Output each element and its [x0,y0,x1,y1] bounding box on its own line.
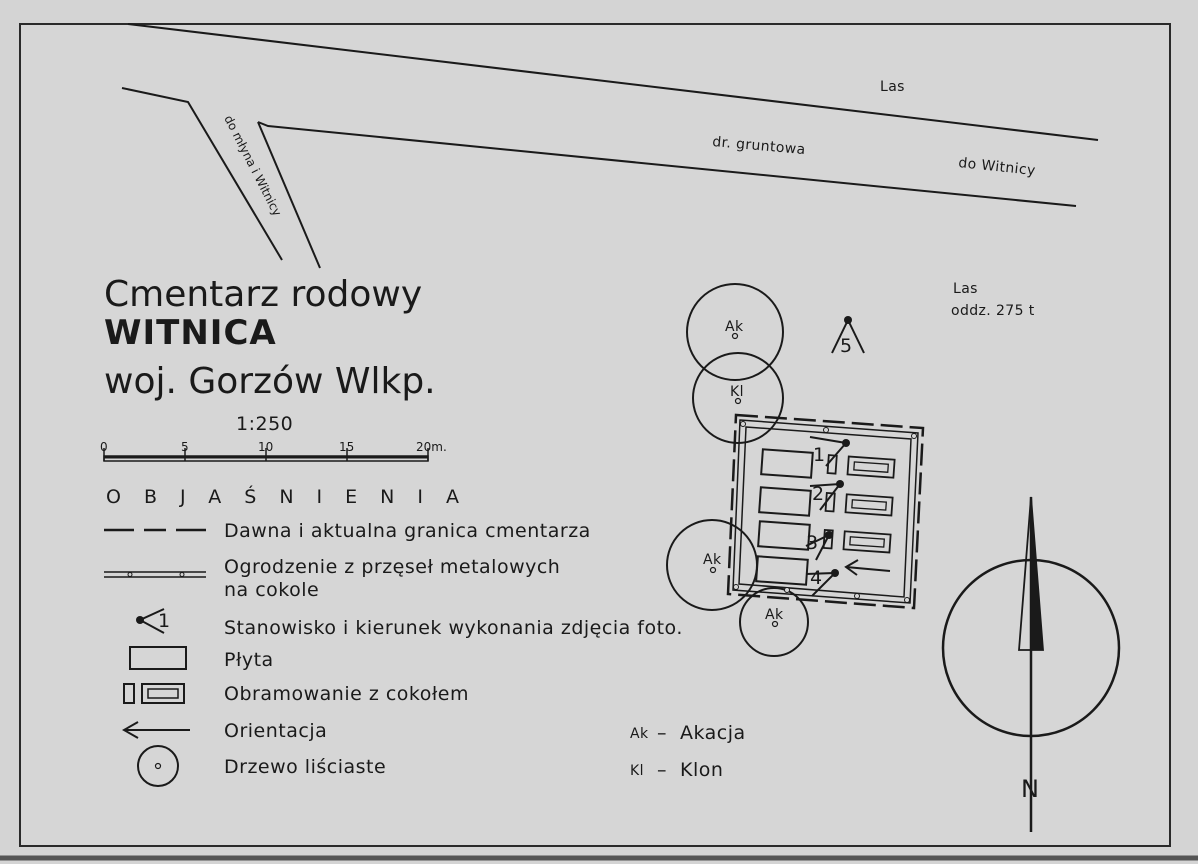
tree-label-kl: Kl [730,384,744,400]
slab-3 [757,520,811,551]
legend-orientation-symbol [121,721,190,739]
mill-road-edge-left [121,87,283,261]
slab-2 [758,486,812,517]
photo-station-2: 2 [809,480,844,511]
roads [121,23,1099,269]
fence-outer [732,419,919,604]
cemetery-boundary [726,413,925,610]
road-edge-top [127,23,1099,141]
trees: Ak Kl Ak Ak [666,283,809,657]
legend-label-fence-1: Ogrodzenie z przęseł metalowych [224,556,560,578]
legend-label-station: Stanowisko i kierunek wykonania zdjęcia … [224,617,683,639]
abbr-kl-dash: – [657,759,667,781]
legend-label-orientation: Orientacja [224,720,327,742]
tree-label-ak-north: Ak [725,319,744,335]
scale-tick-15: 15 [339,440,354,454]
photo-station-4: 4 [805,567,839,597]
abbr-kl-name: Klon [680,759,723,781]
slabs [755,448,814,586]
scale-tick-0: 0 [100,440,108,454]
scale-bar: 1:250 0 5 10 15 20m. [100,413,447,462]
legend-frame-symbol [123,683,185,704]
tree-label-ak-south: Ak [765,607,784,623]
abbr-ak-dash: – [657,722,667,744]
framed-graves [822,454,896,554]
legend-station-symbol: 1 [136,608,171,634]
legend-label-fence-2: na cokole [224,579,319,601]
photo-station-1: 1 [809,436,850,467]
legend-label-tree: Drzewo liściaste [224,756,386,778]
cemetery-enclosure: 1 2 3 4 [726,413,925,610]
tree-maple: Kl [692,352,784,444]
scale-tick-20: 20m. [416,440,447,454]
legend-slab-symbol [129,646,187,670]
fence-posts [733,421,917,603]
legend-label-boundary: Dawna i aktualna granica cmentarza [224,520,591,542]
scale-ratio: 1:250 [236,413,293,435]
legend-fence-symbol [104,571,206,578]
legend-heading: OBJAŚNIENIA [106,484,482,508]
abbr-ak-name: Akacja [680,722,746,744]
framed-grave-3 [822,528,892,554]
abbr-ak: Ak [630,726,649,742]
north-arrow-right-half [1030,496,1044,651]
scale-tick-5: 5 [181,440,189,454]
title-line-2: WITNICA [104,313,277,353]
tree-label-ak-west: Ak [703,552,722,568]
label-forest-top: Las [880,79,905,95]
fence-inner [738,426,912,598]
legend: OBJAŚNIENIA Dawna i aktualna granica cme… [104,484,746,787]
mill-road-edge-right [257,121,321,269]
north-arrow: N [941,496,1121,832]
station-label-2: 2 [812,483,825,505]
abbr-kl: Kl [630,763,644,779]
label-forest-right: Las [953,281,978,297]
station-label-5: 5 [840,335,853,357]
station-label-1: 1 [813,444,826,466]
slab-4 [755,555,809,586]
title-line-3: woj. Gorzów Wlkp. [104,361,436,402]
legend-label-frame: Obramowanie z cokołem [224,683,469,705]
framed-grave-2 [824,491,894,517]
legend-tree-symbol [137,745,179,787]
scale-tick-10: 10 [258,440,273,454]
legend-station-number: 1 [158,610,171,632]
legend-label-slab: Płyta [224,649,274,671]
slab-1 [760,448,814,479]
station-label-4: 4 [810,567,823,589]
north-label: N [1021,775,1039,803]
dirt-road-edge-bottom [257,121,1077,207]
photo-station-5: 5 [831,316,865,357]
title-line-1: Cmentarz rodowy [104,274,422,315]
orientation-arrow [844,559,891,576]
station-label-3: 3 [806,532,819,554]
photo-station-3: 3 [805,531,833,561]
label-forest-section: oddz. 275 t [951,303,1035,319]
tree-acacia-north: Ak [686,283,784,381]
sheet-frame [19,23,1171,847]
tree-acacia-south: Ak [739,587,809,657]
